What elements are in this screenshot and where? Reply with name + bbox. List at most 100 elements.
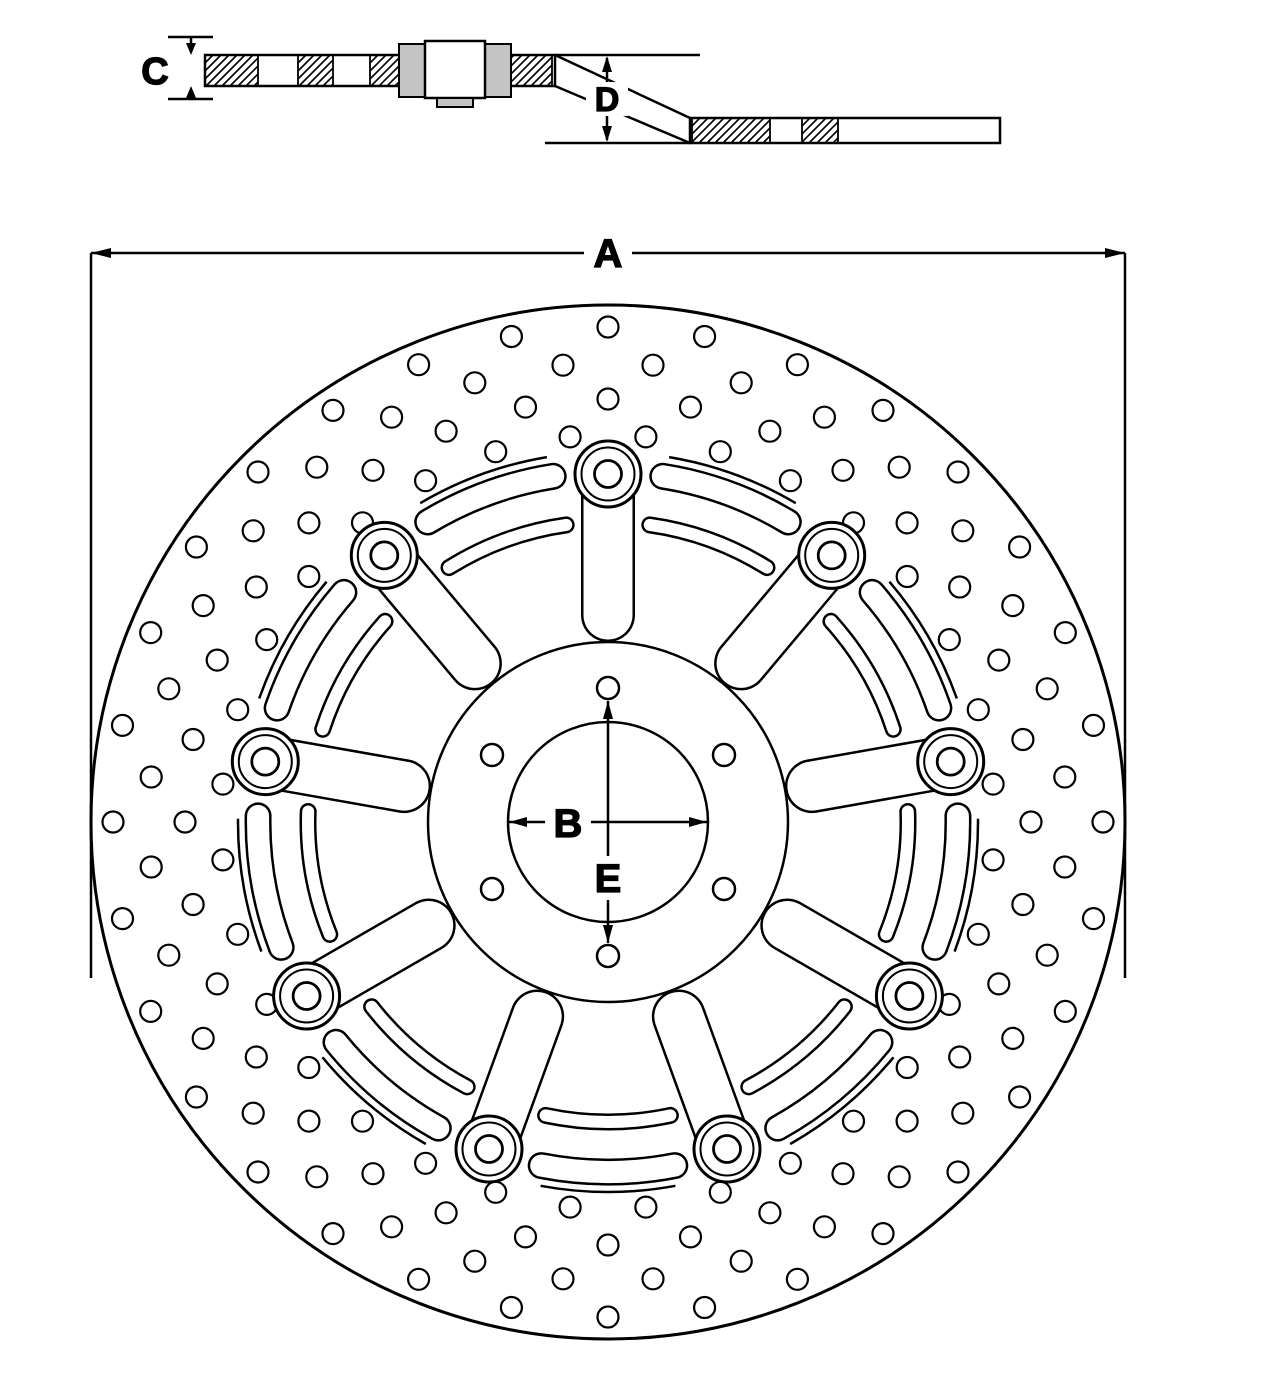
- drill-hole: [641, 353, 665, 377]
- drill-hole: [831, 458, 855, 482]
- hatch-line: [297, 54, 315, 72]
- drill-hole: [484, 1180, 508, 1204]
- carrier-slot-fill: [443, 518, 573, 574]
- drill-hole: [951, 1101, 975, 1125]
- carrier-slot-fill: [643, 518, 773, 574]
- drill-hole: [871, 398, 895, 422]
- bolt-holes: [479, 675, 737, 969]
- label-outer-diameter: A: [594, 232, 623, 276]
- e-arrowhead-up: [603, 701, 613, 719]
- drill-hole: [414, 469, 438, 493]
- drill-hole: [110, 713, 135, 738]
- bolt-hole: [479, 876, 505, 902]
- drill-hole: [981, 848, 1005, 872]
- bolt-hole: [479, 742, 505, 768]
- drill-hole: [887, 1165, 911, 1189]
- drill-hole: [641, 1267, 665, 1291]
- dimension-c: C: [141, 35, 213, 101]
- drill-hole: [966, 698, 990, 722]
- dimension-e: [603, 701, 613, 943]
- rivet-body: [423, 39, 487, 100]
- drill-hole: [226, 922, 250, 946]
- drill-hole: [484, 440, 508, 464]
- drill-hole: [139, 855, 163, 879]
- carrier-slot-fill: [316, 615, 392, 736]
- drill-hole: [778, 469, 803, 493]
- drill-hole: [895, 511, 919, 535]
- carrier-slot-fill: [539, 1109, 677, 1128]
- bobbin-center-hole: [816, 540, 847, 571]
- drill-hole: [407, 353, 431, 377]
- drill-hole: [246, 460, 270, 484]
- hatch-line: [738, 117, 765, 144]
- bolt-hole: [595, 943, 621, 969]
- drill-hole: [634, 1195, 658, 1219]
- hatch-line: [330, 83, 334, 87]
- float-slot-fill: [651, 465, 800, 533]
- drill-hole: [951, 519, 975, 543]
- hatch-line: [298, 54, 331, 87]
- float-slot-fill: [266, 581, 355, 720]
- drill-hole: [1081, 713, 1106, 738]
- drill-hole: [139, 765, 163, 789]
- drill-hole: [380, 1215, 404, 1239]
- hatch-line: [386, 72, 401, 87]
- drill-hole: [678, 1225, 703, 1249]
- carrier-slot-fill: [302, 805, 336, 941]
- bobbin: [230, 727, 300, 797]
- hatch-line: [229, 57, 259, 87]
- e-label-mask: [586, 856, 630, 900]
- drill-hole: [139, 999, 163, 1024]
- hatch-line: [237, 65, 259, 87]
- drill-hole: [321, 1221, 345, 1246]
- hatch-line: [722, 117, 749, 144]
- float-slot-fill: [766, 1031, 891, 1140]
- drill-hole: [157, 677, 181, 701]
- drill-hole: [1007, 1085, 1032, 1109]
- drilled-holes: [101, 315, 1115, 1329]
- hatch-line: [801, 117, 827, 143]
- bobbin: [916, 727, 986, 797]
- drill-hole: [551, 353, 575, 377]
- drill-hole: [246, 1160, 270, 1184]
- drill-hole: [987, 648, 1011, 672]
- drill-hole: [499, 324, 523, 349]
- band-edge-arc: [953, 818, 980, 953]
- carrier-slot-fill: [742, 1000, 851, 1093]
- bobbin-center-hole: [593, 459, 623, 489]
- drill-hole: [937, 627, 961, 652]
- hatch-line: [369, 54, 395, 80]
- drill-hole: [831, 1162, 855, 1186]
- drill-hole: [463, 371, 487, 395]
- drill-hole: [1053, 620, 1077, 645]
- cross-section-view: C D: [141, 35, 1002, 145]
- drill-hole: [596, 1233, 620, 1257]
- hatch-line: [297, 54, 307, 64]
- bobbin: [874, 961, 944, 1031]
- drill-hole: [191, 1026, 215, 1051]
- drill-hole: [708, 1180, 732, 1204]
- bobbin-middle-ring: [804, 527, 860, 583]
- e-arrowhead-down: [603, 925, 613, 943]
- bobbin-center-hole: [369, 540, 400, 571]
- rivet-step: [436, 97, 474, 108]
- dimension-d: D: [586, 56, 628, 142]
- mounting-flange-section: [688, 116, 1002, 145]
- hatch-line: [816, 121, 839, 144]
- bobbin-middle-ring: [923, 734, 979, 790]
- drill-hole: [434, 419, 458, 443]
- drill-hole: [211, 848, 235, 872]
- drill-hole: [887, 455, 911, 479]
- drill-hole: [297, 511, 321, 535]
- hatch-line: [691, 117, 717, 143]
- drill-hole: [361, 1162, 385, 1186]
- bobbin: [272, 961, 342, 1031]
- band-edge-arc: [540, 1184, 676, 1194]
- hatch-line: [801, 117, 819, 135]
- drill-hole: [678, 395, 703, 419]
- bolt-hole: [595, 675, 621, 701]
- drill-hole: [729, 1249, 753, 1273]
- label-bolt-circle: E: [595, 857, 622, 901]
- drill-hole: [157, 943, 181, 967]
